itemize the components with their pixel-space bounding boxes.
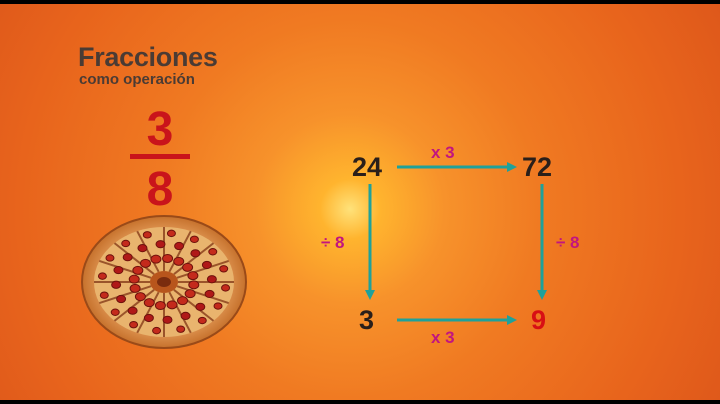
page-title: Fracciones: [78, 42, 218, 72]
operation-bottom: x 3: [431, 328, 455, 347]
fraction-bar: [130, 154, 190, 159]
page-subtitle: como operación: [79, 71, 195, 88]
value-top-left: 24: [352, 152, 383, 182]
operation-right: ÷ 8: [556, 233, 580, 252]
slide: Fracciones como operación 3 8: [0, 4, 720, 400]
fraction-denominator: 8: [146, 163, 174, 216]
value-bottom-right: 9: [531, 305, 547, 335]
operation-diagram: [365, 162, 547, 325]
operation-left: ÷ 8: [321, 233, 345, 252]
value-bottom-left: 3: [359, 305, 375, 335]
operation-top: x 3: [431, 143, 455, 162]
value-top-right: 72: [522, 152, 553, 182]
pizza-icon: [81, 215, 247, 349]
fraction-numerator: 3: [146, 103, 174, 156]
